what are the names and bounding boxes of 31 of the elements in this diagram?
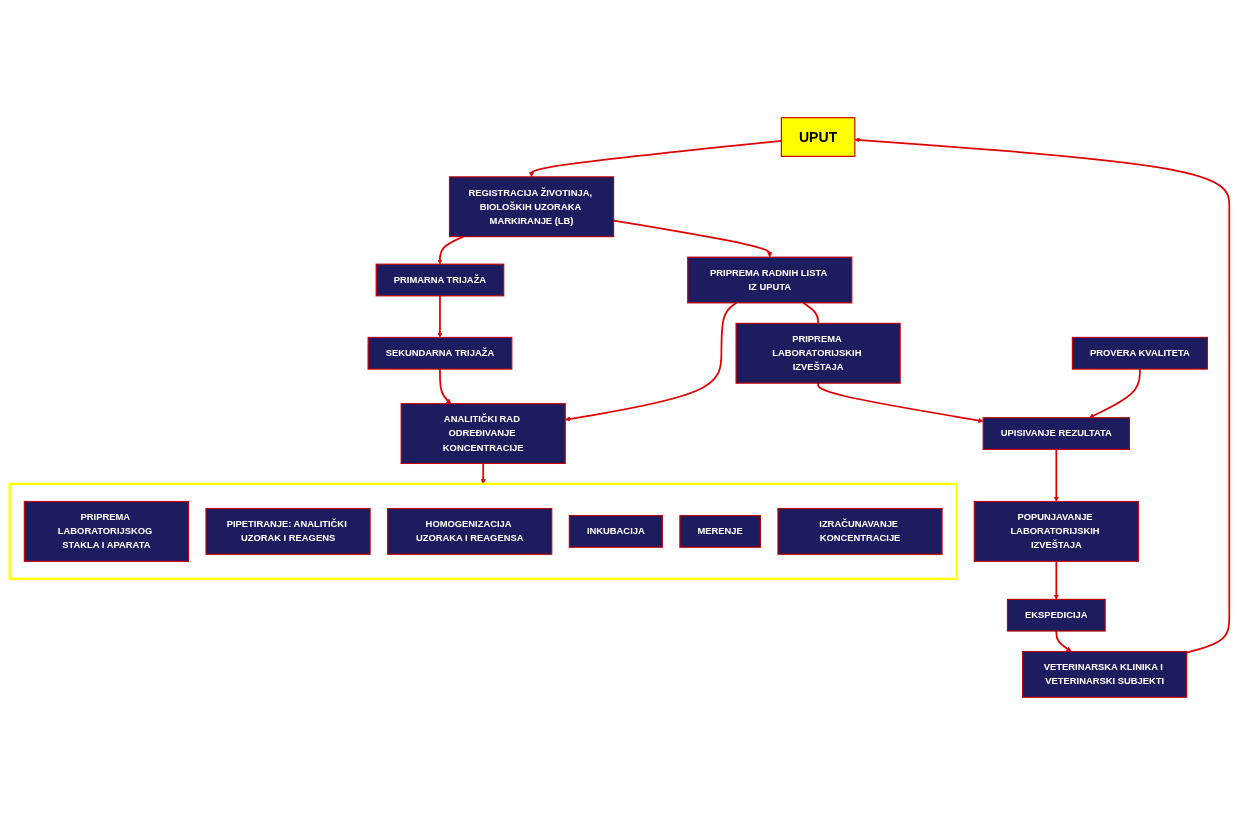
node-box: PROVERA KVALITETA [1071,336,1208,370]
arrow [1089,368,1141,419]
node-box: IZRAČUNAVANJE KONCENTRACIJE [777,508,943,555]
node-box: UPUT [780,117,856,157]
arrow [439,368,452,404]
arrow [1053,448,1059,502]
arrow [817,382,984,423]
node-box: PRIPREMA LABORATORIJSKIH IZVEŠTAJA [735,322,901,384]
connector [802,302,819,325]
cluster [8,482,958,581]
node-box: INKUBACIJA [568,515,663,548]
node-box: PRIMARNA TRIJAŽA [375,263,505,297]
node-box: PIPETIRANJE: ANALITIČKI UZORAK I REAGENS [205,508,371,555]
node-box: UPISIVANJE REZULTATA [982,417,1131,450]
node-box: REGISTRACIJA ŽIVOTINJA, BIOLOŠKIH UZORAKA MARKIRANJE (LB) [448,176,615,238]
arrow [437,235,465,265]
node-box: POPUNJAVANJE LABORATORIJSKIH IZVEŠTAJA [973,500,1139,562]
arrow [565,302,738,422]
arrow [854,137,1231,654]
arrow [437,295,443,338]
node-box: VETERINARSKA KLINIKA I VETERINARSKI SUBJEKTI [1022,651,1188,698]
arrow [1055,630,1072,652]
node-box: PRIPREMA RADNIH LISTA IZ UPUTA [687,256,853,304]
node-box: ANALITIČKI RAD ODREĐIVANJE KONCENTRACIJE [400,403,566,465]
arrow [480,462,486,485]
node-box: EKSPEDICIJA [1006,598,1106,632]
node-box: SEKUNDARNA TRIJAŽA [367,336,513,370]
arrow [1053,560,1059,600]
node-box: HOMOGENIZACIJA UZORAKA I REAGENSA [387,508,553,555]
node-box: MERENJE [679,515,761,548]
node-box: PRIPREMA LABORATORIJSKOG STAKLA I APARATA [23,500,189,562]
